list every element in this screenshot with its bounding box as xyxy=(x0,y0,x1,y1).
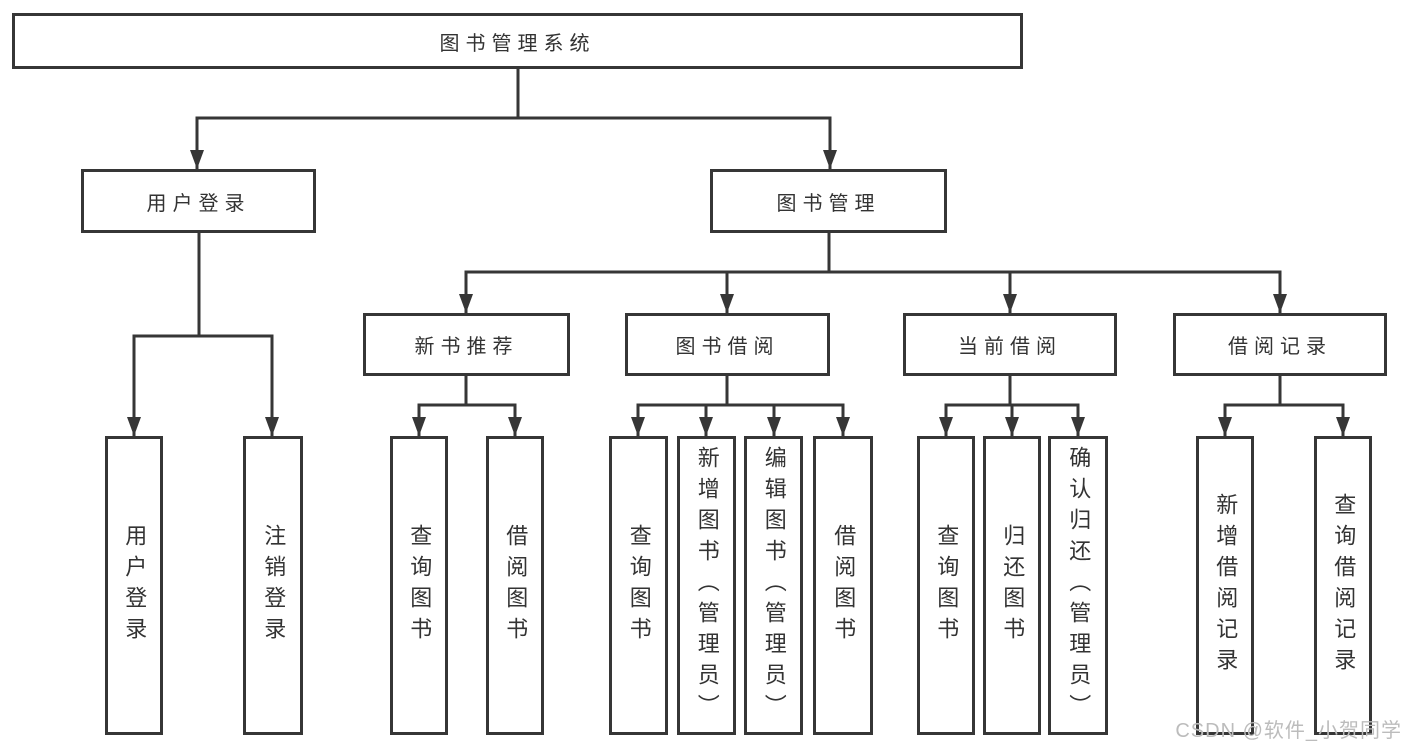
node-new-book-recommend: 新书推荐 xyxy=(363,313,570,376)
node-label: 借阅图书 xyxy=(503,523,529,648)
node-label: 查询图书 xyxy=(407,523,433,648)
leaf-current-return-books: 归还图书 xyxy=(983,436,1041,735)
leaf-current-confirm-return-admin: 确认归还（管理员） xyxy=(1048,436,1108,735)
node-label: 注销登录 xyxy=(261,523,287,648)
node-user-login: 用户登录 xyxy=(81,169,316,233)
node-label: 编辑图书（管理员） xyxy=(761,446,787,725)
node-label: 用户登录 xyxy=(146,192,251,215)
node-label: 借阅图书 xyxy=(831,523,857,648)
leaf-records-add-record: 新增借阅记录 xyxy=(1196,436,1254,735)
node-current-borrowing: 当前借阅 xyxy=(903,313,1117,376)
node-book-borrowing: 图书借阅 xyxy=(625,313,830,376)
node-label: 新增借阅记录 xyxy=(1213,492,1239,679)
node-label: 新书推荐 xyxy=(414,336,519,358)
leaf-current-query-books: 查询图书 xyxy=(917,436,975,735)
watermark: CSDN @软件_小贺同学 xyxy=(1175,720,1402,742)
node-borrowing-records: 借阅记录 xyxy=(1173,313,1387,376)
leaf-recommend-query-books: 查询图书 xyxy=(390,436,448,735)
leaf-records-query-record: 查询借阅记录 xyxy=(1314,436,1372,735)
node-book-management: 图书管理 xyxy=(710,169,947,233)
leaf-user-login: 用户登录 xyxy=(105,436,163,735)
node-label: 查询图书 xyxy=(934,523,960,648)
node-label: 当前借阅 xyxy=(958,336,1062,358)
leaf-recommend-borrow-books: 借阅图书 xyxy=(486,436,544,735)
node-label: 图书管理系统 xyxy=(439,32,596,55)
node-label: 查询借阅记录 xyxy=(1331,492,1357,679)
node-label: 图书借阅 xyxy=(675,336,780,358)
node-library-system: 图书管理系统 xyxy=(12,13,1023,69)
node-label: 图书管理 xyxy=(776,192,881,215)
node-label: 用户登录 xyxy=(122,523,148,648)
node-label: 归还图书 xyxy=(1000,523,1026,648)
leaf-logout: 注销登录 xyxy=(243,436,303,735)
node-label: 查询图书 xyxy=(626,523,652,648)
node-label: 新增图书（管理员） xyxy=(694,446,720,725)
leaf-borrowing-edit-books-admin: 编辑图书（管理员） xyxy=(744,436,803,735)
leaf-borrowing-add-books-admin: 新增图书（管理员） xyxy=(677,436,736,735)
node-label: 确认归还（管理员） xyxy=(1066,446,1092,725)
node-label: 借阅记录 xyxy=(1228,336,1332,358)
leaf-borrowing-query-books: 查询图书 xyxy=(609,436,668,735)
leaf-borrowing-borrow-books: 借阅图书 xyxy=(813,436,873,735)
